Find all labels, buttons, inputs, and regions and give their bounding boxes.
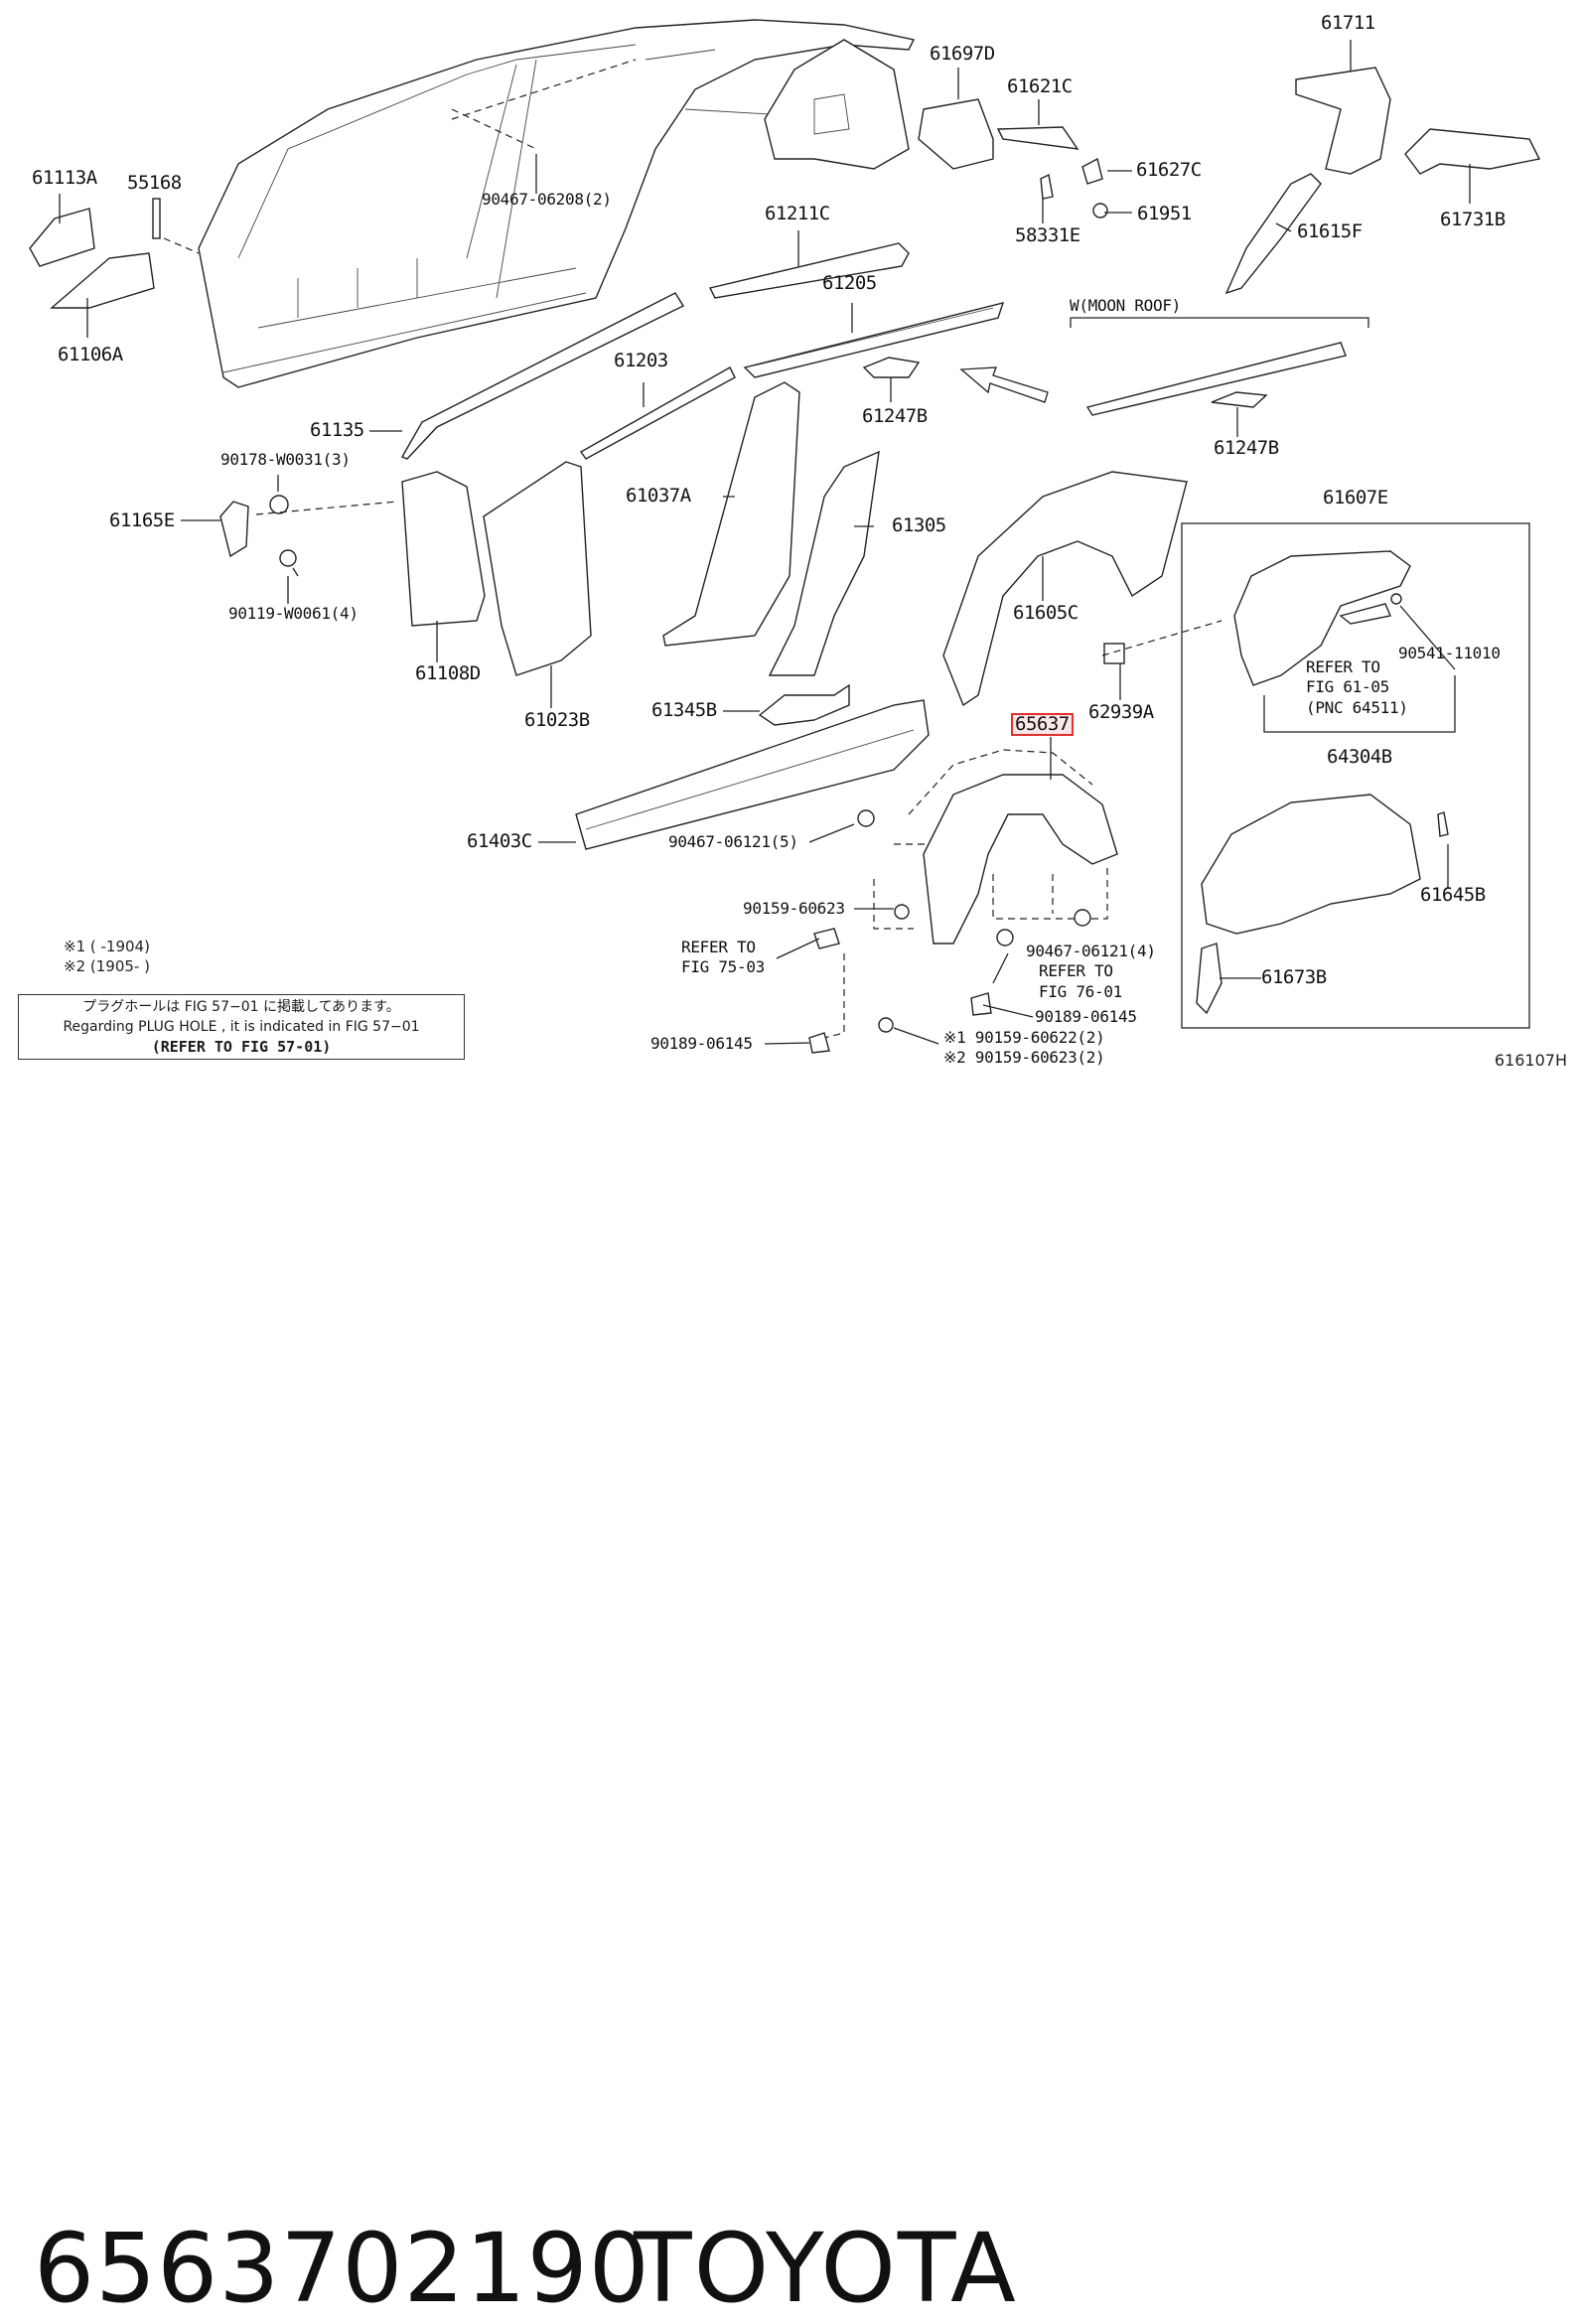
plug-hole-note-box: プラグホールは FIG 57−01 に掲載してあります。 Regarding P…: [18, 994, 465, 1060]
note-box-english: Regarding PLUG HOLE , it is indicated in…: [63, 1019, 420, 1035]
label-61711[interactable]: 61711: [1321, 12, 1375, 34]
label-90178-W0031[interactable]: 90178-W0031(3): [220, 450, 351, 469]
label-90541-11010[interactable]: 90541-11010: [1398, 644, 1501, 662]
label-61211C[interactable]: 61211C: [765, 203, 830, 224]
label-61627C[interactable]: 61627C: [1136, 159, 1202, 181]
quarter-inner-drawing: [764, 39, 910, 170]
label-61108D[interactable]: 61108D: [415, 662, 481, 684]
label-55168[interactable]: 55168: [127, 172, 182, 194]
label-61673B[interactable]: 61673B: [1261, 966, 1327, 988]
parts-diagram: 61113A 55168 61106A 90467-06208(2) 61697…: [0, 0, 1581, 1083]
brand-name: TOYOTA: [634, 2213, 1018, 2324]
part-number: 6563702190: [34, 2213, 650, 2324]
label-90467-06121-4[interactable]: 90467-06121(4): [1026, 942, 1156, 960]
label-refer-fig-61-05-line3: (PNC 64511): [1306, 698, 1408, 717]
label-90189-06145[interactable]: 90189-06145: [1035, 1007, 1137, 1026]
label-90159-60623[interactable]: 90159-60623: [743, 899, 845, 918]
footer: 6563702190 TOYOTA: [0, 1083, 1581, 2324]
label-61645B[interactable]: 61645B: [1420, 884, 1486, 906]
label-61203[interactable]: 61203: [614, 350, 668, 371]
label-61247B[interactable]: 61247B: [862, 405, 928, 427]
label-61615F[interactable]: 61615F: [1297, 220, 1363, 242]
label-61106A[interactable]: 61106A: [58, 344, 123, 365]
label-61605C[interactable]: 61605C: [1013, 602, 1078, 624]
label-61135[interactable]: 61135: [310, 419, 364, 441]
label-61113A[interactable]: 61113A: [32, 167, 97, 189]
label-refer-fig-76-01-line2[interactable]: FIG 76-01: [1039, 982, 1122, 1001]
diagram-drawing: [29, 19, 1541, 1054]
label-refer-fig-75-03-line2[interactable]: FIG 75-03: [681, 957, 765, 976]
label-refer-fig-61-05-line1: REFER TO: [1306, 657, 1380, 676]
label-58331E[interactable]: 58331E: [1015, 224, 1080, 246]
label-64304B[interactable]: 64304B: [1327, 746, 1392, 768]
label-61305[interactable]: 61305: [892, 514, 946, 536]
figure-reference-code: 616107H: [1494, 1051, 1567, 1070]
note-2: ※2 (1905- ): [64, 957, 150, 975]
label-61037A[interactable]: 61037A: [626, 485, 691, 507]
label-90189-06145-lower[interactable]: 90189-06145: [650, 1034, 753, 1053]
label-refer-fig-61-05-line2[interactable]: FIG 61-05: [1306, 677, 1389, 696]
note-1: ※1 ( -1904): [64, 938, 150, 955]
label-61697D[interactable]: 61697D: [930, 43, 995, 65]
label-65637-highlighted[interactable]: 65637: [1011, 713, 1074, 736]
label-61345B[interactable]: 61345B: [651, 699, 717, 721]
label-90119-W0061[interactable]: 90119-W0061(4): [228, 604, 359, 623]
label-61205[interactable]: 61205: [822, 272, 877, 294]
label-61247B-moonroof[interactable]: 61247B: [1214, 437, 1279, 459]
label-90159-60623-2[interactable]: ※2 90159-60623(2): [943, 1048, 1105, 1067]
label-61731B[interactable]: 61731B: [1440, 209, 1506, 230]
label-90159-60622[interactable]: ※1 90159-60622(2): [943, 1028, 1105, 1047]
label-61165E[interactable]: 61165E: [109, 509, 175, 531]
label-61023B[interactable]: 61023B: [524, 709, 590, 731]
applicability-notes: ※1 ( -1904) ※2 (1905- ): [64, 937, 150, 976]
label-61403C[interactable]: 61403C: [467, 830, 532, 852]
label-62939A[interactable]: 62939A: [1088, 701, 1154, 723]
note-box-japanese: プラグホールは FIG 57−01 に掲載してあります。: [82, 999, 400, 1015]
label-refer-fig-75-03-line1: REFER TO: [681, 938, 756, 956]
label-90467-06121-5[interactable]: 90467-06121(5): [668, 832, 798, 851]
label-90467-06208[interactable]: 90467-06208(2): [482, 190, 612, 209]
label-61951[interactable]: 61951: [1137, 203, 1192, 224]
label-refer-fig-76-01-line1: REFER TO: [1039, 961, 1113, 980]
label-61621C[interactable]: 61621C: [1007, 75, 1073, 97]
label-61607E[interactable]: 61607E: [1323, 487, 1388, 508]
label-moon-roof: W(MOON ROOF): [1070, 296, 1181, 315]
note-box-refer[interactable]: (REFER TO FIG 57-01): [151, 1038, 332, 1056]
